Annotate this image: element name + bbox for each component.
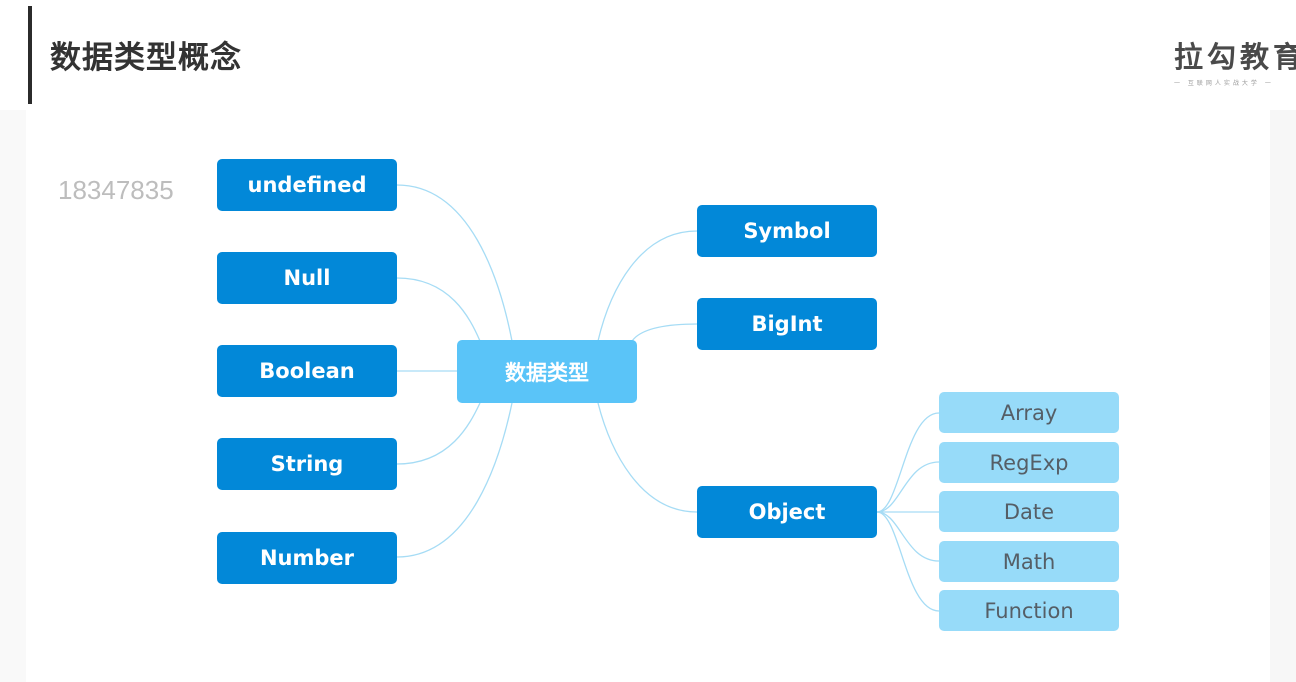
node-function: Function [939,590,1119,631]
node-boolean: Boolean [217,345,397,397]
connector-function [876,511,940,612]
node-regexp: RegExp [939,442,1119,483]
node-array: Array [939,392,1119,433]
connector-math [876,511,940,562]
connector-symbol [597,230,698,342]
node-string: String [217,438,397,490]
node-math: Math [939,541,1119,582]
node-object: Object [697,486,877,538]
connector-null [396,277,481,342]
title-accent-bar [28,6,32,104]
right-shade [1270,110,1296,682]
node-bigint: BigInt [697,298,877,350]
left-shade [0,110,26,682]
node-undefined: undefined [217,159,397,211]
connector-number [396,402,513,558]
connector-undefined [396,184,513,342]
logo-text: 拉勾教育 [1174,40,1296,74]
connector-array [876,412,940,513]
node-date: Date [939,491,1119,532]
page-title: 数据类型概念 [50,40,242,76]
connector-regexp [876,461,940,513]
brand-logo: 拉勾教育 一 互联网人实战大学 一 [1174,34,1296,87]
node-number: Number [217,532,397,584]
connector-bigint [631,323,698,342]
watermark-number: 18347835 [58,175,174,205]
node-symbol: Symbol [697,205,877,257]
connector-string [396,402,481,465]
node-center-datatype: 数据类型 [457,340,637,403]
logo-slogan: 一 互联网人实战大学 一 [1174,80,1274,87]
connector-object [597,402,698,513]
node-null: Null [217,252,397,304]
